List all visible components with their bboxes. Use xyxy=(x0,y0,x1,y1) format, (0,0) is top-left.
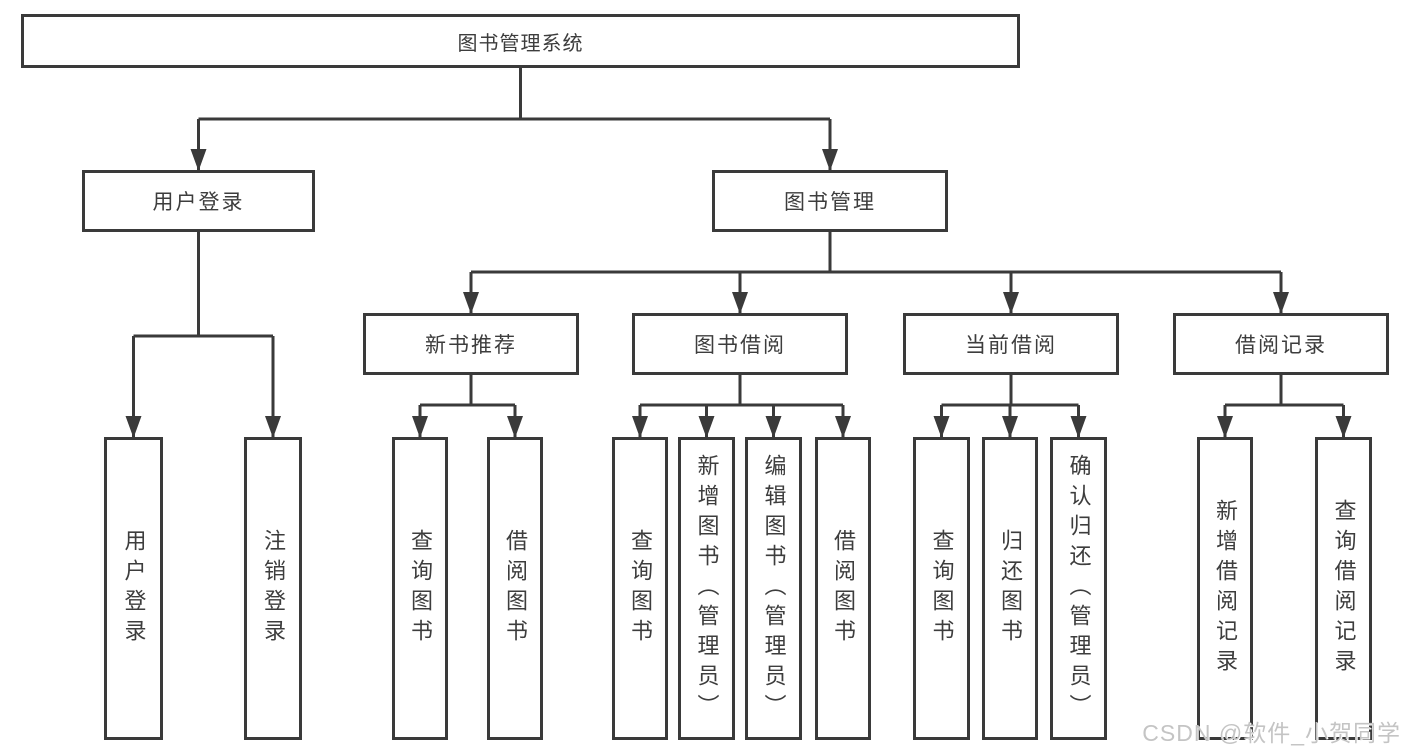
leaf-user-login: 用户登录 xyxy=(104,437,163,740)
node-new-book-recommend: 新书推荐 xyxy=(363,313,579,375)
leaf-confirm-return-admin: 确认归还（管理员） xyxy=(1050,437,1107,740)
watermark: CSDN @软件_小贺同学 xyxy=(1142,720,1401,746)
leaf-return-books: 归还图书 xyxy=(982,437,1038,740)
connector-trunks xyxy=(133,68,1344,407)
node-book-borrowing: 图书借阅 xyxy=(632,313,848,375)
leaf-borrow-books-2: 借阅图书 xyxy=(815,437,871,740)
node-borrowing-records: 借阅记录 xyxy=(1173,313,1389,375)
node-user-login: 用户登录 xyxy=(82,170,315,232)
leaf-query-borrow-record: 查询借阅记录 xyxy=(1315,437,1372,740)
leaf-query-books-1: 查询图书 xyxy=(392,437,448,740)
leaf-borrow-books-1: 借阅图书 xyxy=(487,437,543,740)
node-current-borrowing: 当前借阅 xyxy=(903,313,1119,375)
leaf-add-borrow-record: 新增借阅记录 xyxy=(1197,437,1253,740)
leaf-edit-book-admin: 编辑图书（管理员） xyxy=(745,437,802,740)
leaf-query-books-3: 查询图书 xyxy=(913,437,970,740)
leaf-add-book-admin: 新增图书（管理员） xyxy=(678,437,735,740)
node-root: 图书管理系统 xyxy=(21,14,1020,68)
node-book-management: 图书管理 xyxy=(712,170,948,232)
leaf-logout: 注销登录 xyxy=(244,437,302,740)
leaf-query-books-2: 查询图书 xyxy=(612,437,668,740)
